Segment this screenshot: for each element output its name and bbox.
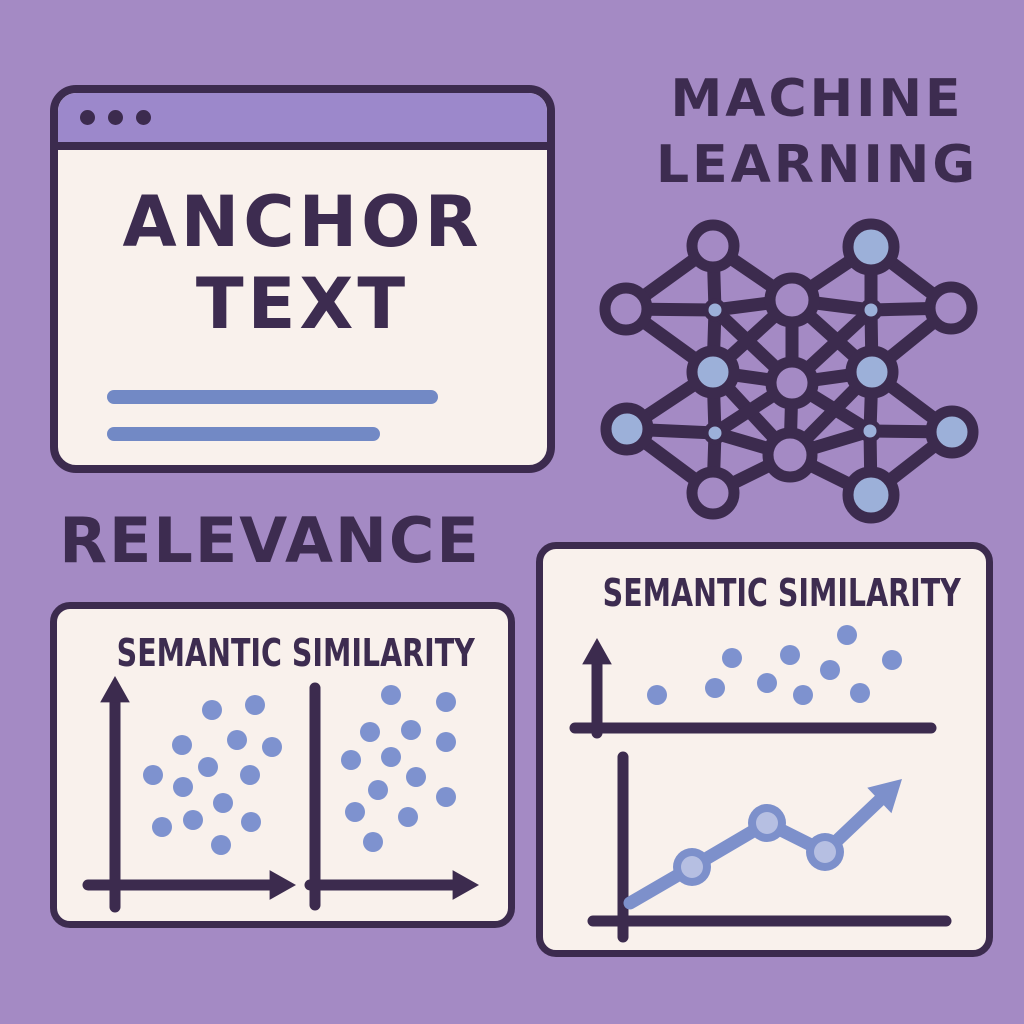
neural-network [599, 218, 979, 524]
window-control-dot [136, 110, 151, 125]
window-control-dot [108, 110, 123, 125]
card2-title-text: SEMANTIC SIMILARITY [602, 571, 961, 615]
anchor-text-line1: ANCHOR [122, 181, 483, 263]
window-control-dot [80, 110, 95, 125]
machine-learning-line2: LEARNING [655, 135, 978, 195]
browser-window: ANCHOR TEXT [50, 85, 555, 473]
placeholder-text-bar [107, 427, 380, 441]
machine-learning-line1: MACHINE [670, 69, 964, 129]
card1-title-text: SEMANTIC SIMILARITY [116, 631, 475, 675]
relevance-label: RELEVANCE [59, 504, 481, 577]
semantic-similarity-card-left: SEMANTIC SIMILARITY [50, 602, 515, 928]
card2-title: SEMANTIC SIMILARITY [543, 571, 986, 615]
anchor-text-heading: ANCHOR TEXT [58, 181, 547, 345]
anchor-text-line2: TEXT [195, 263, 410, 345]
machine-learning-label: MACHINE LEARNING [610, 66, 1024, 198]
semantic-similarity-card-right: SEMANTIC SIMILARITY [536, 542, 993, 957]
card1-title: SEMANTIC SIMILARITY [57, 631, 508, 675]
placeholder-text-bar [107, 390, 438, 404]
browser-titlebar [58, 93, 547, 150]
